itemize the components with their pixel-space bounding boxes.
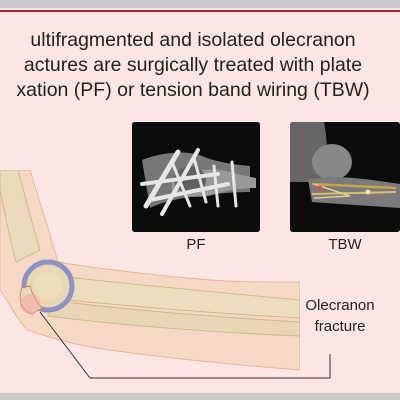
pf-caption: PF (186, 236, 206, 253)
tbw-caption: TBW (328, 236, 362, 253)
tbw-radiograph (290, 122, 400, 232)
fracture-label: Olecranon fracture (290, 295, 390, 337)
headline: ultifragmented and isolated olecranon ac… (0, 28, 398, 103)
elbow-illustration (0, 170, 300, 371)
headline-line-2: actures are surgically treated with plat… (23, 54, 363, 76)
pf-radiograph (132, 122, 260, 232)
fracture-label-line-1: Olecranon (305, 297, 375, 314)
headline-line-1: ultifragmented and isolated olecranon (30, 29, 356, 51)
top-strip (0, 0, 400, 8)
headline-line-3: xation (PF) or tension band wiring (TBW) (16, 79, 370, 101)
top-accent-rule (0, 10, 400, 12)
fracture-label-line-2: fracture (314, 318, 366, 335)
pf-xray-image (132, 122, 260, 232)
tbw-xray-image (290, 122, 400, 232)
bottom-strip (0, 393, 400, 400)
